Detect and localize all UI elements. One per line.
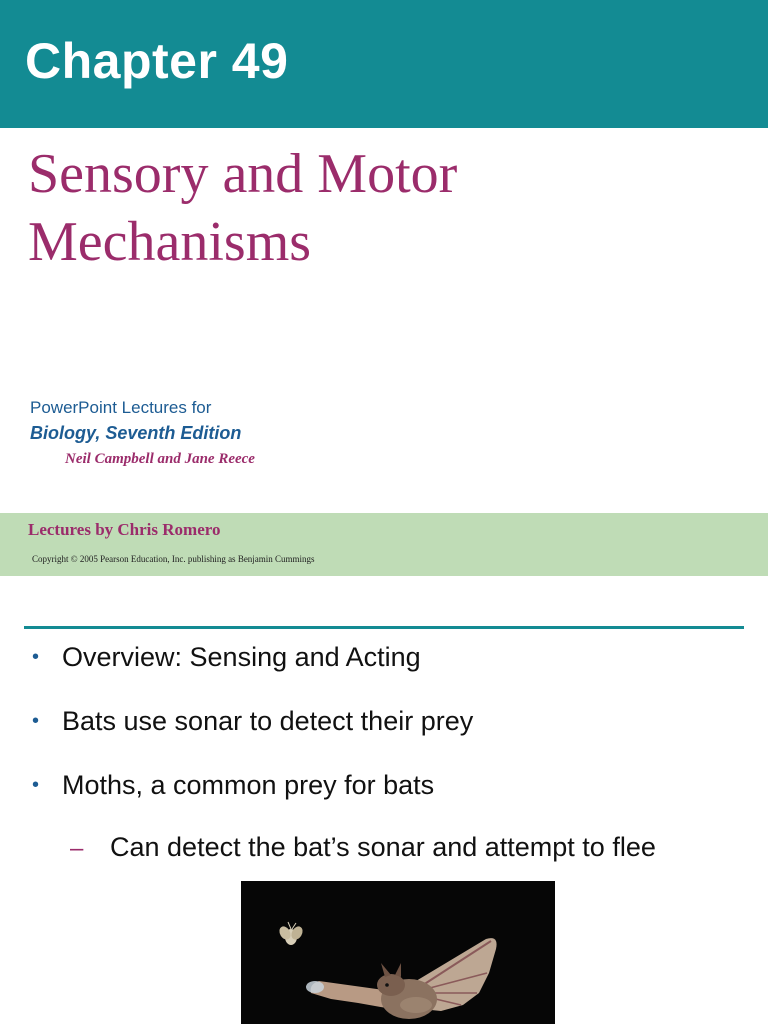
bullet-marker: • xyxy=(32,774,40,796)
slide-top-rule xyxy=(24,626,744,629)
bullet-text: Overview: Sensing and Acting xyxy=(62,642,421,672)
bat-and-moth-illustration xyxy=(241,881,555,1024)
title-slide: Chapter 49 Sensory and Motor Mechanisms … xyxy=(0,0,768,576)
overview-slide: • Overview: Sensing and Acting • Bats use … xyxy=(0,612,768,1024)
chapter-title: Chapter 49 xyxy=(25,33,289,89)
bat-and-moth-photo xyxy=(241,881,555,1024)
moth-figure xyxy=(279,921,303,945)
sub-bullet-text: Can detect the bat’s sonar and attempt t… xyxy=(110,832,656,862)
bat-figure xyxy=(306,938,497,1019)
bullet-text: Moths, a common prey for bats xyxy=(62,770,435,800)
sub-bullet-item: –Can detect the bat’s sonar and attempt … xyxy=(70,832,656,863)
bullet-text: Bats use sonar to detect their prey xyxy=(62,706,474,736)
slide-separator xyxy=(0,582,768,612)
powerpoint-lectures-line: PowerPoint Lectures for xyxy=(30,398,212,417)
lecturer-credit: Lectures by Chris Romero xyxy=(28,520,221,539)
copyright-notice: Copyright © 2005 Pearson Education, Inc.… xyxy=(32,554,315,564)
sub-bullet-marker: – xyxy=(70,835,84,862)
bullet-marker: • xyxy=(32,646,40,668)
bullet-item: • Overview: Sensing and Acting xyxy=(32,642,421,673)
bullet-item: • Bats use sonar to detect their prey xyxy=(32,706,473,737)
book-edition-line: Biology, Seventh Edition xyxy=(30,423,242,443)
slide-main-title: Sensory and Motor Mechanisms xyxy=(28,143,458,273)
bullet-item: • Moths, a common prey for bats xyxy=(32,770,434,801)
credits-band: Lectures by Chris Romero Copyright © 200… xyxy=(0,513,768,576)
chapter-header-bar: Chapter 49 xyxy=(0,0,768,128)
authors-line: Neil Campbell and Jane Reece xyxy=(65,451,255,467)
bullet-marker: • xyxy=(32,710,40,732)
